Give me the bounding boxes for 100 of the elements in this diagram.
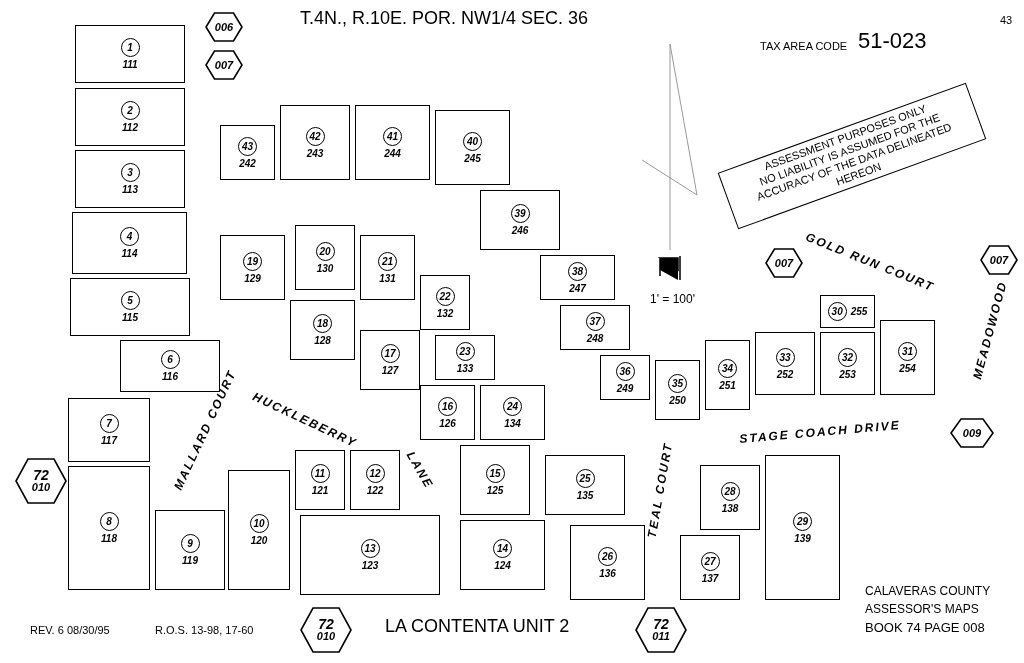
- parcel-lot: [68, 398, 150, 462]
- parcel-number: 132: [436, 307, 454, 319]
- parcel-number: 253: [839, 368, 856, 380]
- parcel-number: 115: [122, 312, 138, 323]
- parcel-lot: [70, 278, 190, 336]
- parcel-number: 248: [586, 332, 604, 344]
- parcel-number: 133: [456, 362, 474, 374]
- map-reference-number: 72: [33, 469, 49, 481]
- parcel-lot: [68, 466, 150, 590]
- parcel-number: 128: [314, 335, 331, 346]
- parcel-lot: [280, 105, 350, 180]
- parcel-lot: [705, 340, 750, 410]
- map-note: REV. 6 08/30/95: [30, 624, 110, 636]
- parcel-number: 119: [182, 555, 198, 566]
- parcel-lot: [300, 515, 440, 595]
- parcel-number: 121: [311, 485, 329, 496]
- map-note: ASSESSOR'S MAPS: [865, 602, 979, 616]
- parcel-lot: [600, 355, 650, 400]
- parcel-lot: [420, 275, 470, 330]
- parcel-lot: [295, 225, 355, 290]
- map-reference-number: 010: [31, 481, 51, 493]
- map-reference-number: 010: [316, 630, 336, 642]
- parcel-lot: [540, 255, 615, 300]
- parcel-number: 127: [381, 365, 399, 376]
- parcel-lot: [765, 455, 840, 600]
- parcel-number: 246: [511, 225, 529, 236]
- map-reference-number: 72: [318, 618, 334, 630]
- street-name: STAGE COACH DRIVE: [738, 418, 902, 446]
- map-note: LA CONTENTA UNIT 2: [385, 616, 570, 637]
- parcel-lot: [360, 235, 415, 300]
- parcel-number: 129: [244, 272, 261, 284]
- parcel-lot: [75, 150, 185, 208]
- map-note: CALAVERAS COUNTY: [865, 584, 991, 598]
- parcel-number: 126: [439, 417, 456, 429]
- parcel-number: 252: [776, 368, 794, 380]
- parcel-number: 249: [616, 382, 634, 394]
- parcel-lot: [560, 305, 630, 350]
- map-note: 51-023: [858, 28, 927, 54]
- parcel-number: 245: [464, 152, 481, 164]
- parcel-number: 250: [669, 395, 686, 406]
- parcel-number: 136: [599, 567, 616, 579]
- parcel-number: 123: [361, 560, 379, 571]
- parcel-lot: [220, 235, 285, 300]
- map-reference-number: 72: [653, 618, 669, 630]
- parcel-number: 138: [721, 502, 739, 514]
- parcel-number: 114: [121, 248, 138, 259]
- parcel-number: 137: [701, 572, 719, 584]
- map-note: BOOK 74 PAGE 008: [865, 620, 985, 635]
- parcel-lot: [75, 25, 185, 83]
- parcel-lot: [545, 455, 625, 515]
- map-note: TAX AREA CODE: [760, 40, 848, 52]
- parcel-lot: [880, 320, 935, 395]
- parcel-number: 134: [504, 417, 521, 429]
- map-reference-number: 007: [214, 59, 234, 71]
- parcel-number: 116: [162, 371, 178, 382]
- parcel-lot: [655, 360, 700, 420]
- parcel-number: 254: [899, 362, 916, 374]
- parcel-number: 255: [850, 306, 868, 317]
- parcel-number: 251: [719, 380, 736, 391]
- parcel-number: 139: [794, 532, 811, 544]
- parcel-lot: [290, 300, 355, 360]
- parcel-lot: [480, 190, 560, 250]
- parcel-number: 242: [239, 157, 256, 169]
- parcel-lot: [75, 88, 185, 146]
- parcel-lot: [360, 330, 420, 390]
- parcel-lot: [820, 295, 875, 328]
- parcel-lot: [460, 445, 530, 515]
- parcel-number: 120: [250, 535, 268, 546]
- parcel-number: 244: [384, 147, 401, 159]
- parcel-lot: [460, 520, 545, 590]
- map-reference-number: 007: [989, 254, 1009, 266]
- parcel-lot: [355, 105, 430, 180]
- parcel-lot: [480, 385, 545, 440]
- street-name: TEAL COURT: [644, 441, 676, 539]
- map-note: 1' = 100': [650, 292, 695, 306]
- parcel-number: 247: [569, 282, 586, 294]
- map-title: T.4N., R.10E. POR. NW1/4 SEC. 36: [300, 8, 589, 29]
- parcel-number: 118: [101, 533, 117, 544]
- parcel-number: 112: [122, 122, 138, 133]
- map-reference-number: 006: [214, 21, 234, 33]
- map-note: 43: [1000, 14, 1013, 26]
- parcel-number: 111: [122, 59, 138, 70]
- parcel-number: 243: [306, 147, 324, 159]
- parcel-number: 135: [576, 490, 594, 501]
- parcel-lot: [435, 110, 510, 185]
- parcel-lot: [155, 510, 225, 590]
- parcel-lot: [228, 470, 290, 590]
- parcel-lot: [680, 535, 740, 600]
- parcel-number: 131: [379, 272, 396, 284]
- parcel-lot: [295, 450, 345, 510]
- map-reference-number: 009: [962, 427, 982, 439]
- parcel-number: 130: [316, 262, 334, 274]
- parcel-lot: [420, 385, 475, 440]
- parcel-lot: [820, 332, 875, 395]
- parcel-number: 117: [101, 435, 117, 446]
- map-reference-number: 011: [652, 630, 670, 642]
- map-reference-number: 007: [774, 257, 794, 269]
- parcel-number: 124: [494, 560, 511, 571]
- parcel-lot: [570, 525, 645, 600]
- parcel-number: 113: [122, 184, 138, 195]
